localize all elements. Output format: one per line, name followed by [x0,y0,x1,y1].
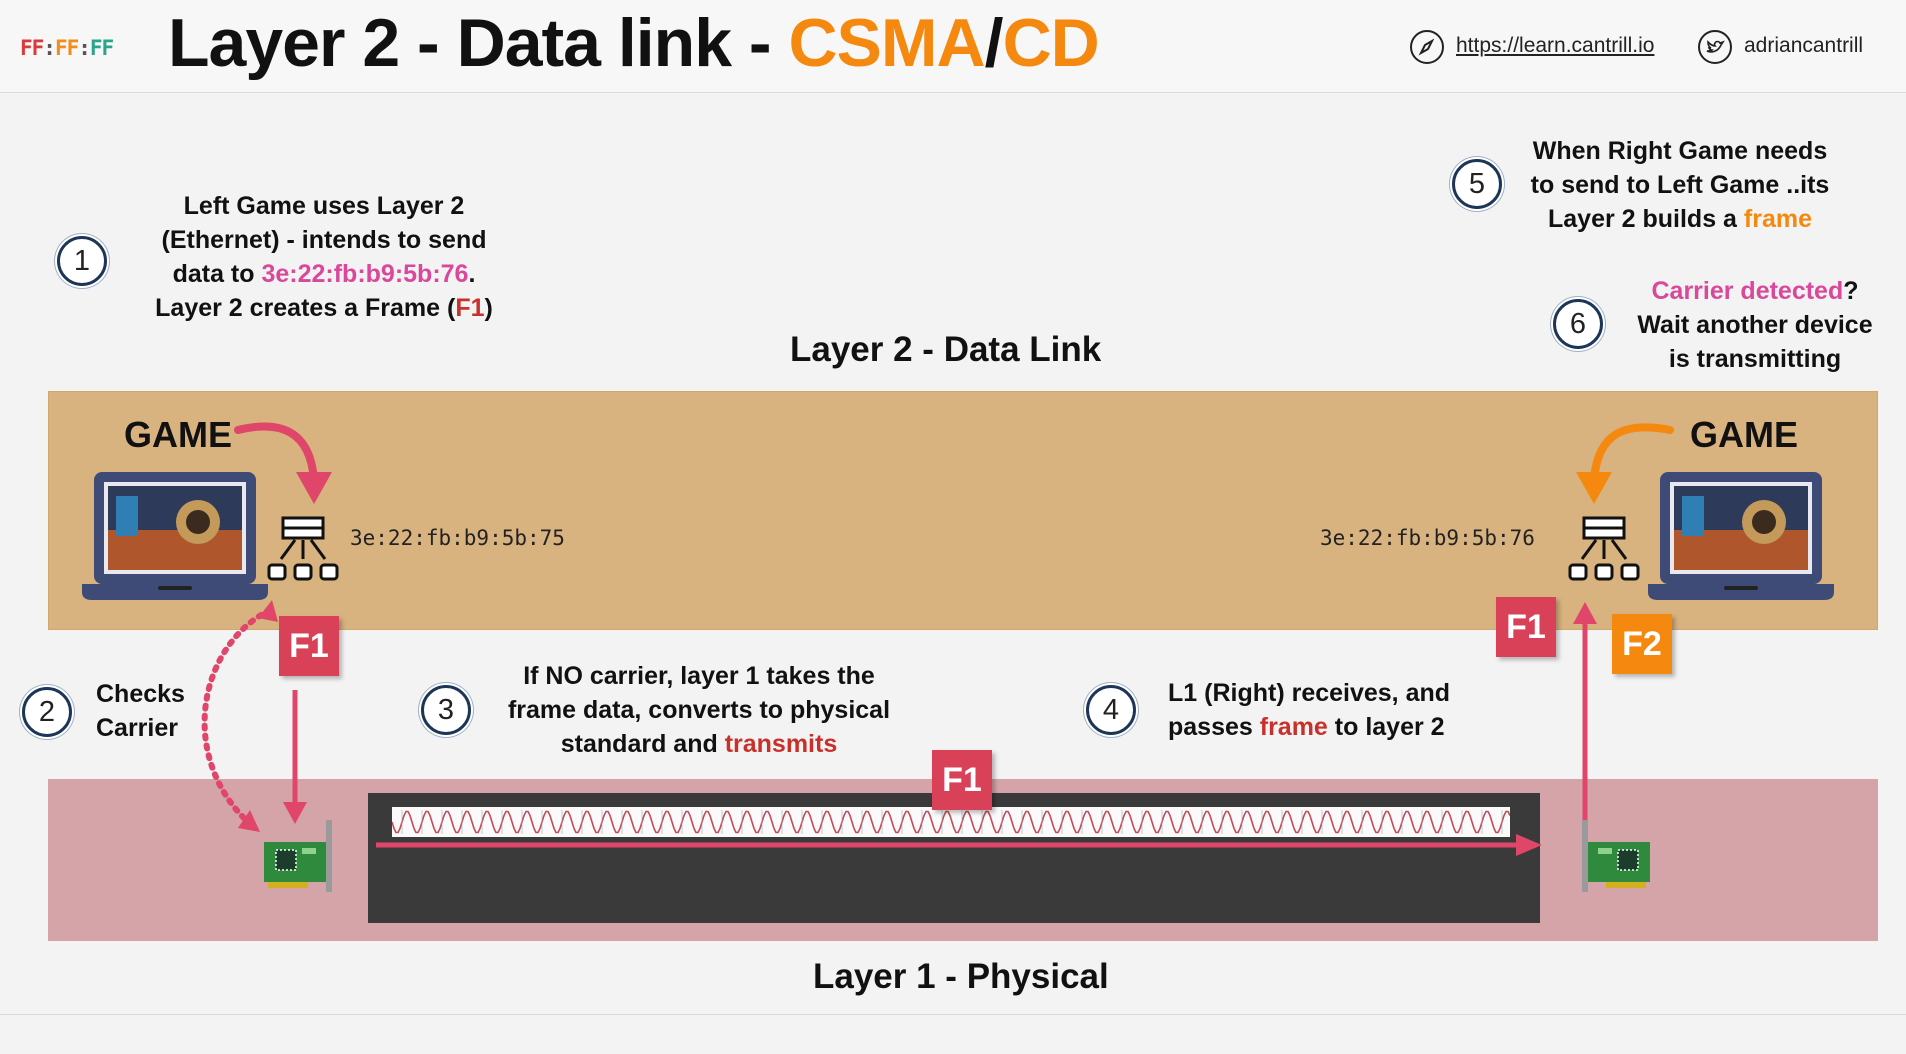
transmit-arrow [376,834,1542,856]
right-game-label: GAME [1690,414,1798,455]
website-link[interactable]: https://learn.cantrill.io [1456,34,1655,57]
frame-f1-wire-badge: F1 [932,750,992,810]
right-mac-address: 3e:22:fb:b9:5b:76 [1320,526,1535,550]
frame-f1-left-badge: F1 [279,616,339,676]
step-5-text: When Right Game needs to send to Left Ga… [1530,137,1830,233]
step-2-number: 2 [22,687,72,737]
frame-f1-right-badge: F1 [1496,597,1556,657]
step-2-text: Checks Carrier [96,680,185,742]
left-game-label: GAME [124,414,232,455]
logo: FF:FF:FF [20,36,114,60]
step-1-number: 1 [57,236,107,286]
left-mac-address: 3e:22:fb:b9:5b:75 [350,526,565,550]
layer2-label: Layer 2 - Data Link [790,330,1102,369]
left-network-card-icon [264,820,332,892]
check-carrier-dotted-arrow [201,600,278,832]
twitter-handle[interactable]: adriancantrill [1744,34,1864,57]
step-6-text: Carrier detected? Wait another device is… [1637,277,1873,373]
right-network-icon [1568,516,1640,581]
step-1-text: Left Game uses Layer 2 (Ethernet) - inte… [155,192,493,322]
left-down-arrow [283,690,307,824]
page-title: Layer 2 - Data link - CSMA/CD [168,5,1100,81]
right-network-card-icon [1582,820,1650,892]
signal-waveform [392,807,1510,837]
layer1-label: Layer 1 - Physical [813,957,1109,996]
right-laptop-icon [1648,472,1834,600]
step-5-number: 5 [1452,159,1502,209]
twitter-bird-icon [1698,30,1732,64]
footer-divider [0,1014,1906,1015]
step-6-number: 6 [1553,299,1603,349]
left-laptop-icon [82,472,268,600]
frame-f2-right-badge: F2 [1612,614,1672,674]
right-curved-arrow [1576,423,1674,504]
step-4-number: 4 [1086,685,1136,735]
left-network-icon [267,516,339,581]
left-curved-arrow [234,422,332,504]
right-up-arrow [1573,602,1597,826]
step-3-number: 3 [421,685,471,735]
compass-icon [1410,30,1444,64]
layer2-band [48,391,1878,630]
step-3-text: If NO carrier, layer 1 takes the frame d… [507,662,891,758]
step-4-text: L1 (Right) receives, and passes frame to… [1168,679,1451,741]
header-bar [0,0,1906,93]
